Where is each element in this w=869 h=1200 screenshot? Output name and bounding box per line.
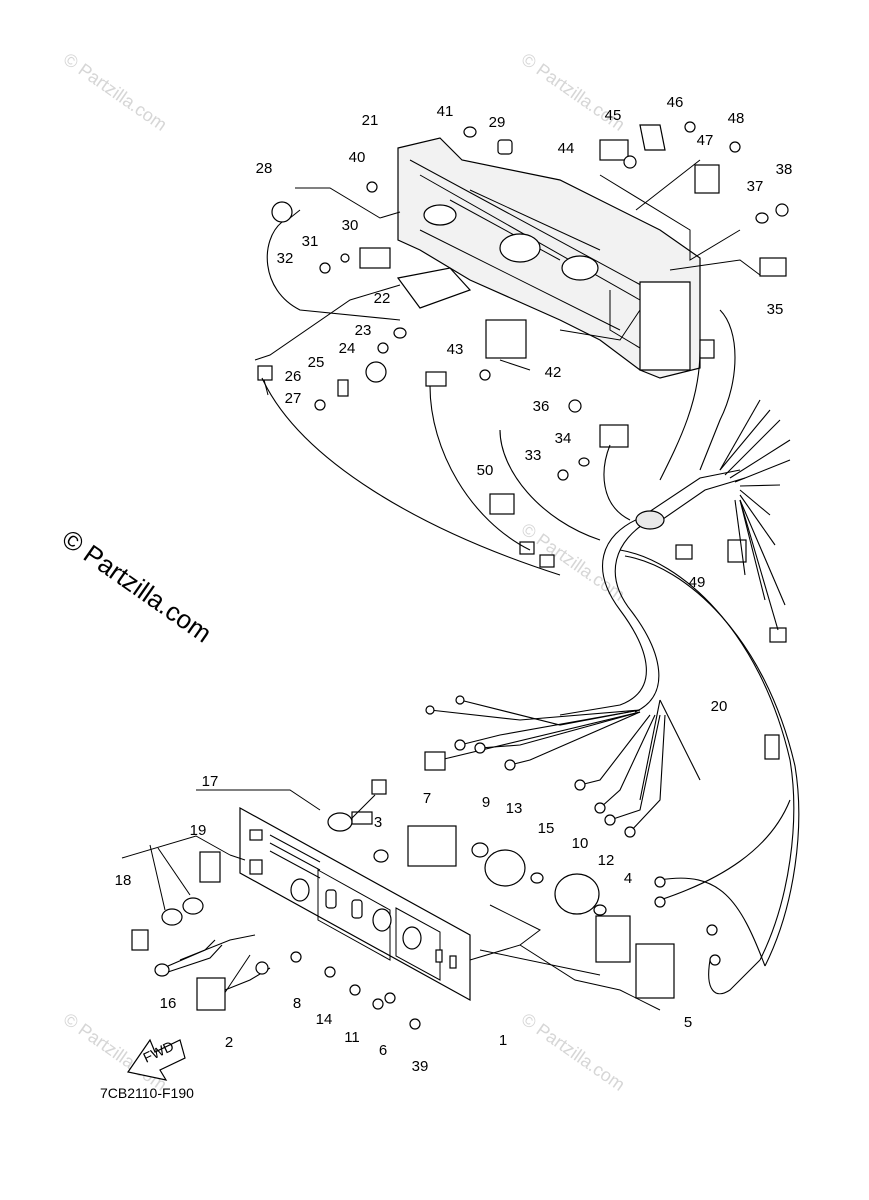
watermark-mid: © Partzilla.com	[518, 519, 629, 605]
callout-37: 37	[747, 178, 764, 195]
callout-16: 16	[160, 995, 177, 1012]
callout-45: 45	[605, 107, 622, 124]
callout-25: 25	[308, 354, 325, 371]
watermark-large: © Partzilla.com	[57, 523, 218, 648]
callout-15: 15	[538, 820, 555, 837]
callout-9: 9	[482, 794, 490, 811]
callout-1: 1	[499, 1032, 507, 1049]
callout-26: 26	[285, 368, 302, 385]
lower-leader-lines	[121, 789, 661, 1011]
callout-21: 21	[362, 112, 379, 129]
fwd-arrow: FWD	[126, 1038, 186, 1081]
callout-43: 43	[447, 341, 464, 358]
callout-22: 22	[374, 290, 391, 307]
callout-8: 8	[293, 995, 301, 1012]
callout-19: 19	[190, 822, 207, 839]
callout-13: 13	[506, 800, 523, 817]
callout-20: 20	[711, 698, 728, 715]
callout-50: 50	[477, 462, 494, 479]
callout-35: 35	[767, 301, 784, 318]
callout-42: 42	[545, 364, 562, 381]
callout-38: 38	[776, 161, 793, 178]
callout-24: 24	[339, 340, 356, 357]
callout-39: 39	[412, 1058, 429, 1075]
callout-47: 47	[697, 132, 714, 149]
callout-41: 41	[437, 103, 454, 120]
callout-27: 27	[285, 390, 302, 407]
diagram-code: 7CB2110-F190	[100, 1085, 194, 1101]
callout-2: 2	[225, 1034, 233, 1051]
front-panel	[239, 806, 471, 1002]
lower-small-parts	[131, 779, 675, 1030]
callout-48: 48	[728, 110, 745, 127]
callout-5: 5	[684, 1014, 692, 1031]
callout-44: 44	[558, 140, 575, 157]
callout-12: 12	[598, 852, 615, 869]
callout-30: 30	[342, 217, 359, 234]
callout-11: 11	[344, 1029, 360, 1046]
callout-7: 7	[423, 790, 431, 807]
callout-labels: 1234567891011121314151617181920212223242…	[115, 94, 793, 1075]
watermark-top-left: © Partzilla.com	[60, 49, 171, 135]
callout-23: 23	[355, 322, 372, 339]
callout-6: 6	[379, 1042, 387, 1059]
callout-4: 4	[624, 870, 632, 887]
callout-46: 46	[667, 94, 684, 111]
upper-small-parts	[257, 121, 789, 643]
watermark-bottom-right: © Partzilla.com	[518, 1009, 629, 1095]
callout-28: 28	[256, 160, 273, 177]
callout-14: 14	[316, 1011, 333, 1028]
callout-32: 32	[277, 250, 294, 267]
callout-3: 3	[374, 814, 382, 831]
callout-31: 31	[302, 233, 319, 250]
callout-10: 10	[572, 835, 589, 852]
callout-34: 34	[555, 430, 572, 447]
control-box-frame	[359, 137, 701, 379]
callout-36: 36	[533, 398, 550, 415]
callout-49: 49	[689, 574, 706, 591]
callout-17: 17	[202, 773, 219, 790]
callout-29: 29	[489, 114, 506, 131]
callout-33: 33	[525, 447, 542, 464]
wiring-harness	[261, 221, 800, 995]
callout-40: 40	[349, 149, 366, 166]
callout-18: 18	[115, 872, 132, 889]
